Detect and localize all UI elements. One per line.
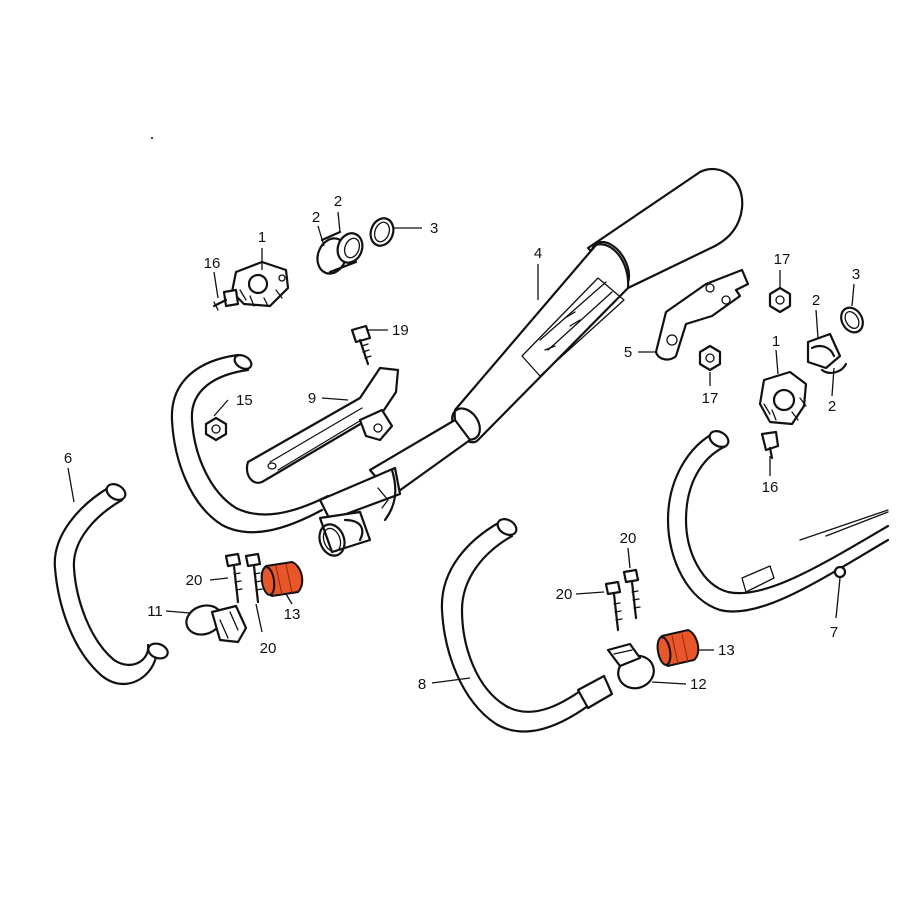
- bolts-part-20-right: [604, 568, 641, 632]
- callout-12: 12: [690, 676, 707, 693]
- bracket-part-5: [654, 268, 750, 361]
- callout-20-right-b: 20: [556, 586, 573, 603]
- callout-17-upper: 17: [774, 251, 791, 268]
- callout-20-left-a: 20: [186, 572, 203, 589]
- callout-15: 15: [236, 392, 253, 409]
- callout-3-right: 3: [852, 266, 860, 283]
- callout-4: 4: [534, 245, 542, 262]
- callout-16-right: 16: [762, 479, 779, 496]
- callout-13-right: 13: [718, 642, 735, 659]
- nut-part-17-lower: [698, 344, 722, 372]
- callout-16-left: 16: [204, 255, 221, 272]
- callout-3-left: 3: [430, 220, 438, 237]
- callout-20-right-a: 20: [620, 530, 637, 547]
- exhaust-gasket-part-13-left: [260, 560, 304, 598]
- callout-1-left: 1: [258, 229, 266, 246]
- bolt-part-16-left: [212, 288, 240, 311]
- collar-part-2-left: [316, 230, 364, 275]
- nut-part-15: [204, 416, 228, 442]
- gasket-part-3-right: [840, 306, 864, 334]
- flange-part-1-right: [758, 370, 808, 426]
- callout-2-left-b: 2: [334, 193, 342, 210]
- bolt-part-16-right: [760, 430, 780, 460]
- callout-19: 19: [392, 322, 409, 339]
- exhaust-gasket-part-13-right: [656, 628, 700, 668]
- callout-2-right-b: 2: [828, 398, 836, 415]
- callout-20-left-b: 20: [260, 640, 277, 657]
- callout-17-lower: 17: [702, 390, 719, 407]
- callout-2-left-a: 2: [312, 209, 320, 226]
- callout-5: 5: [624, 344, 632, 361]
- callout-11: 11: [147, 603, 163, 620]
- callout-9: 9: [308, 390, 316, 407]
- callout-8: 8: [418, 676, 426, 693]
- exhaust-pipe-upper-left: [170, 353, 330, 534]
- exhaust-pipe-part-6: [53, 483, 169, 685]
- callout-6: 6: [64, 450, 72, 467]
- y-pipe-connector: [318, 510, 372, 557]
- muffler-part-4: [318, 167, 744, 522]
- bolts-part-20-left: [224, 552, 263, 604]
- flange-part-1-left: [230, 260, 290, 308]
- leader-lines: [67, 211, 855, 685]
- collar-part-2-right: [806, 332, 848, 374]
- callout-13-left: 13: [284, 606, 301, 623]
- callout-labels: 1 2 2 3 16 4 19 9 15 6 20 11 20 13 17 3 …: [64, 193, 860, 693]
- gasket-part-3-left: [369, 217, 395, 247]
- scan-dot: [151, 137, 153, 139]
- callout-2-right-a: 2: [812, 292, 820, 309]
- exhaust-pipe-part-7: [666, 430, 890, 613]
- clamp-part-12: [606, 642, 655, 690]
- callout-7: 7: [830, 624, 838, 641]
- nut-part-17-upper: [768, 286, 792, 314]
- mount-bracket-part-9: [245, 366, 400, 484]
- clamp-part-11: [185, 604, 248, 644]
- exhaust-pipe-part-8: [440, 518, 614, 733]
- callout-1-right: 1: [772, 333, 780, 350]
- bolt-part-19: [350, 324, 372, 366]
